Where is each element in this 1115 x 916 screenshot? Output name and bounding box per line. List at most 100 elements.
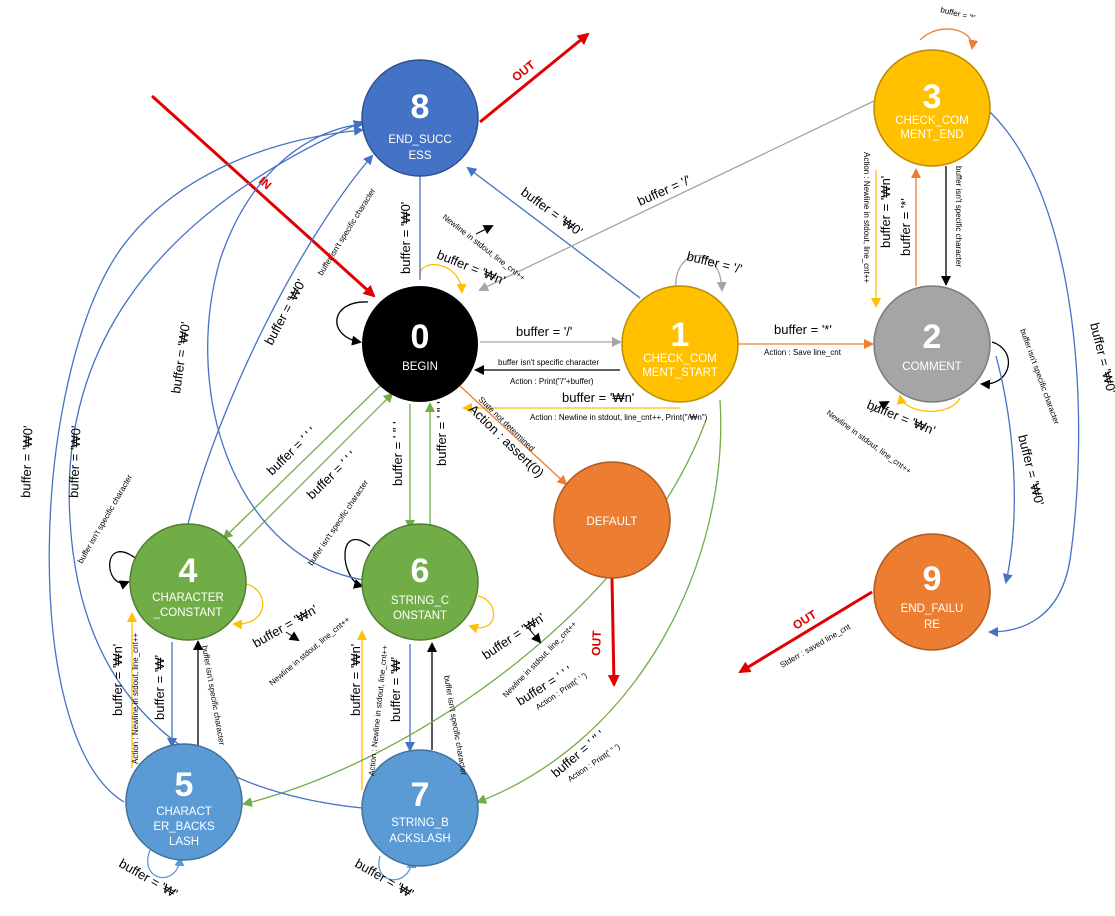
edge-label: Action : Newline in stdout, line_cnt++	[862, 152, 871, 284]
edge-label: buffer = '₩n'	[865, 397, 938, 438]
out-label-default: OUT	[589, 630, 604, 656]
edge-label: buffer = '₩n'	[878, 176, 893, 248]
state-4[interactable]: 4 CHARACTER _CONSTANT	[129, 523, 247, 641]
state-6[interactable]: 6 STRING_C ONSTANT	[361, 523, 479, 641]
edge-label: ESS	[408, 150, 431, 162]
loop-1	[675, 254, 727, 292]
edge-0-4	[222, 383, 383, 540]
edge-label: 1	[671, 316, 690, 354]
edge-label: 9	[923, 560, 942, 598]
edge-label: buffer = '*'	[940, 5, 977, 22]
edge-4-8	[187, 154, 374, 525]
edge-label: END_SUCC	[388, 134, 451, 146]
edge-label: buffer isn't specific character	[200, 645, 226, 746]
edge-5-8	[48, 125, 364, 803]
edge-label: Action : Save line_cnt	[764, 348, 842, 357]
edge-label: buffer isn't specific character	[498, 358, 599, 367]
edge-label: Action : Newline in stdout, line_cnt++	[131, 632, 140, 764]
edge-label: END_FAILU	[901, 603, 964, 615]
edge-label: LASH	[169, 836, 199, 848]
edge-label: STRING_B	[391, 817, 449, 829]
state-0[interactable]: 0 BEGIN	[362, 286, 478, 402]
edge-label: ER_BACKS	[153, 821, 215, 833]
edge-label: 2	[923, 318, 942, 356]
state-default[interactable]: DEFAULT	[553, 461, 671, 579]
edge-label: buffer = '₩n'	[562, 390, 634, 405]
loop-0-black	[336, 301, 369, 346]
edge-label: buffer = ' ' '	[264, 424, 319, 478]
state-2[interactable]: 2 COMMENT	[873, 285, 991, 403]
edge-6-8	[207, 119, 365, 581]
edge-label: buffer = '*'	[898, 198, 913, 256]
edge-label: 7	[411, 776, 430, 814]
edge-1-8	[466, 166, 641, 299]
loop-6-black	[344, 538, 371, 589]
state-1[interactable]: 1 CHECK_COM MENT_START	[621, 285, 739, 403]
out-arrow-9	[738, 590, 873, 674]
edge-label: 8	[411, 88, 430, 126]
loop-6-yellow	[468, 595, 495, 634]
edge-label: 5	[175, 766, 194, 804]
edge-label: CHECK_COM	[643, 353, 716, 365]
edge-2-9	[995, 355, 1015, 584]
edge-1-5	[242, 419, 707, 807]
edge-label: buffer = '₩0'	[1087, 321, 1115, 395]
edge-label: buffer = '₩'	[152, 655, 167, 720]
loop-4-yellow	[232, 583, 264, 630]
edge-label: buffer = ' " '	[434, 401, 449, 466]
edge-label: buffer isn't specific character	[954, 166, 963, 267]
edge-label: MENT_START	[642, 367, 718, 379]
edge-0-default	[459, 385, 568, 486]
in-arrow	[150, 94, 376, 298]
state-8[interactable]: 8 END_SUCC ESS	[361, 59, 479, 177]
edge-label: CHECK_COM	[895, 115, 968, 127]
edge-label: MENT_END	[900, 129, 963, 141]
edges	[48, 28, 1080, 881]
edge-label: buffer = '₩n'	[348, 644, 363, 716]
edge-label: buffer = '/'	[685, 248, 743, 276]
edge-label: Stderr : saved line_cnt	[779, 622, 853, 670]
edge-1-7	[476, 399, 722, 804]
edge-label: ONSTANT	[393, 610, 447, 622]
edge-label: buffer = '₩n'	[110, 644, 125, 716]
loop-2-yellow	[896, 394, 961, 412]
edge-label: 4	[179, 552, 198, 590]
edge-label: STRING_C	[391, 595, 449, 607]
out-label-8: OUT	[509, 57, 538, 84]
state-3[interactable]: 3 CHECK_COM MENT_END	[873, 49, 991, 167]
state-9[interactable]: 9 END_FAILU RE	[873, 533, 991, 651]
loop-2-black	[980, 341, 1010, 390]
edge-label: buffer isn't specific character	[76, 473, 134, 565]
edge-3-0	[478, 99, 877, 292]
edge-label: buffer = '*'	[774, 322, 832, 337]
edge-label: buffer = '₩0'	[168, 321, 193, 395]
edge-label: buffer = '₩0'	[18, 425, 36, 498]
edge-label: buffer = '₩n'	[250, 601, 320, 650]
edge-label: buffer = '₩0'	[398, 202, 413, 274]
loop-4-black	[109, 551, 139, 590]
edge-label: buffer = '₩0'	[66, 425, 84, 498]
out-arrow-8	[479, 32, 590, 124]
loop-7	[378, 855, 417, 881]
edge-label: buffer = '/'	[516, 324, 572, 339]
edge-4-0	[237, 392, 394, 549]
edge-3-9	[988, 111, 1080, 637]
edge-label: Action : Print("/"+buffer)	[510, 377, 594, 386]
edge-label: _CONSTANT	[153, 607, 223, 619]
state-5[interactable]: 5 CHARACT ER_BACKS LASH	[125, 743, 243, 861]
edge-label: buffer = '₩'	[388, 657, 403, 722]
edge-label: buffer = '₩0'	[1015, 433, 1047, 507]
edge-label: CHARACTER	[152, 592, 224, 604]
edge-label: ACKSLASH	[389, 833, 450, 845]
edge-label: CHARACT	[156, 806, 212, 818]
state-7[interactable]: 7 STRING_B ACKSLASH	[361, 749, 479, 867]
edge-label: BEGIN	[402, 361, 438, 373]
edge-label: buffer = ' " '	[390, 421, 405, 486]
edge-label: COMMENT	[902, 361, 961, 373]
edge-label: buffer = '/'	[635, 172, 693, 209]
edge-label: RE	[924, 619, 940, 631]
edge-label: 3	[923, 78, 942, 116]
edge-label: buffer isn't specific character	[316, 186, 377, 277]
edge-label: 0	[411, 318, 430, 356]
